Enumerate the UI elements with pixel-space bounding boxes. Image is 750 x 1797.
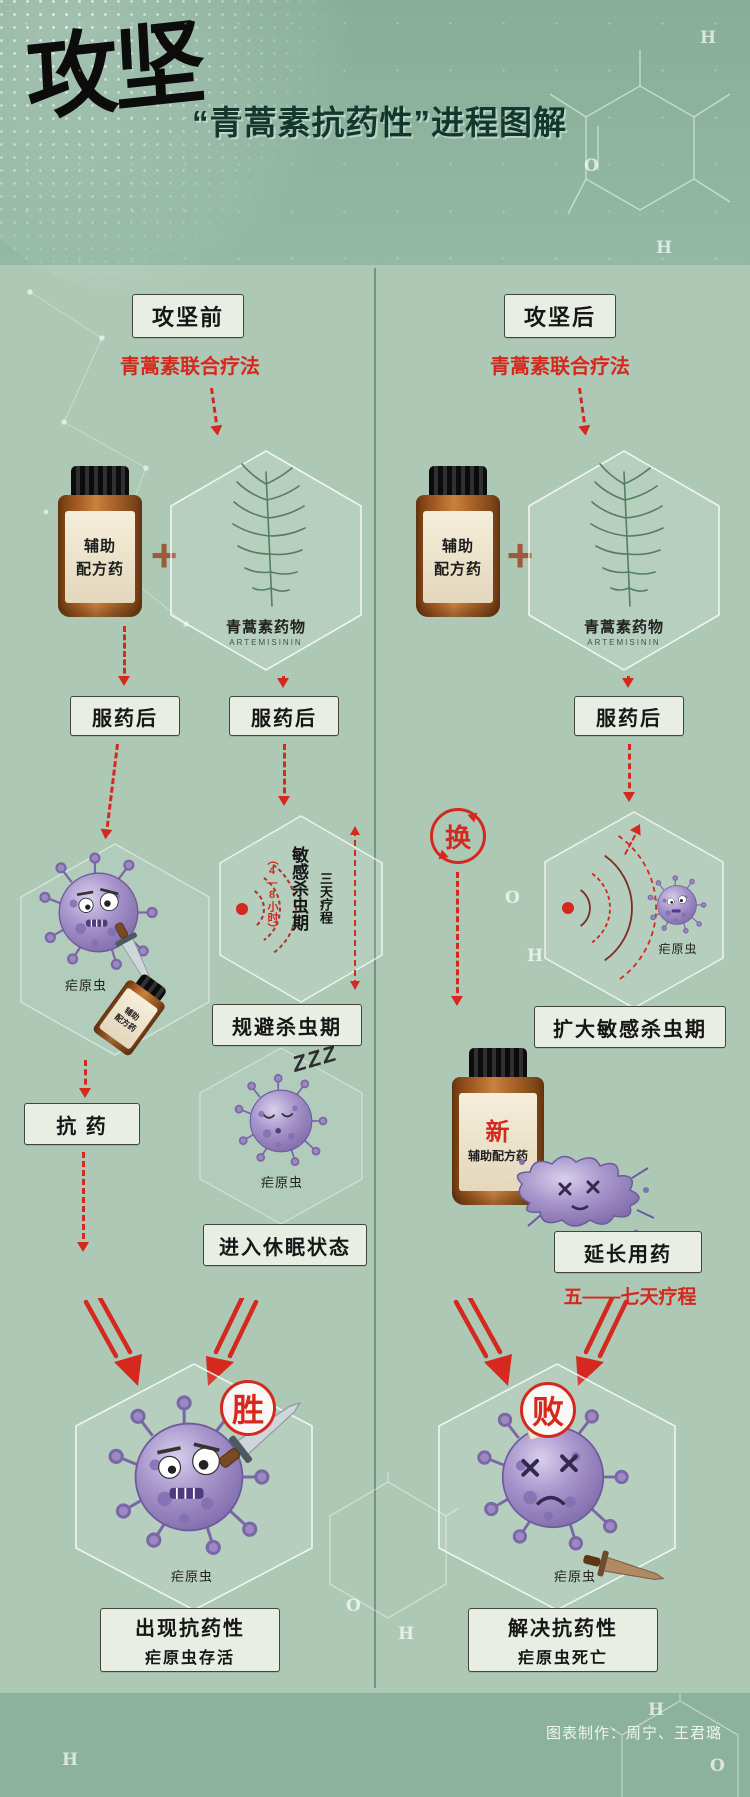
chem-letter-h: H: [527, 946, 544, 966]
resist-box: 抗 药: [24, 1103, 140, 1145]
period-label: 敏感杀虫期: [289, 846, 308, 931]
plant-name: 青蒿素药物: [583, 619, 664, 636]
logo-calligraphy: 攻坚: [23, 7, 205, 135]
parasite-label: 疟原虫: [260, 1175, 303, 1190]
plant-subtitle: ARTEMISININ: [229, 638, 303, 647]
artemisia-hexagon-left: 青蒿素药物 ARTEMISININ: [166, 448, 366, 673]
avoid-box: 规避杀虫期: [212, 1004, 362, 1046]
chem-letter-o: O: [710, 1756, 725, 1776]
bottle-cap: [469, 1048, 527, 1078]
bottle-body: 辅助 配方药: [416, 495, 500, 617]
chem-letter-h: H: [62, 1750, 79, 1770]
dead-parasite-icon: [516, 1155, 655, 1235]
dashed-arrow: [104, 743, 119, 836]
new-tag: 新: [485, 1118, 511, 1146]
dashed-arrow: [622, 676, 634, 688]
swap-circle: 换: [430, 808, 486, 864]
chem-letter-h: H: [398, 1624, 415, 1644]
therapy-label-right: 青蒿素联合疗法: [490, 356, 630, 378]
dashed-arrow: [578, 387, 588, 432]
sphere-decoration: [0, 0, 360, 295]
bottle-label: 辅助 配方药: [65, 511, 135, 603]
dormant-box: 进入休眠状态: [203, 1224, 367, 1266]
dashed-arrow: [79, 1060, 91, 1098]
dashed-arrow: [118, 626, 130, 686]
dashed-arrow: [77, 1152, 89, 1252]
chem-letter-o: O: [584, 156, 599, 176]
header-band: 攻坚 “青蒿素抗药性”进程图解 H O H: [0, 0, 750, 295]
chem-letter-o: O: [505, 888, 520, 908]
result-hexagon-left: 胜 疟原虫: [72, 1362, 317, 1612]
stage-box-after: 攻坚后: [504, 294, 616, 338]
wave-arcs: [253, 863, 297, 955]
new-bottle: 新 辅助配方药: [452, 1048, 544, 1205]
dashed-arrow: [623, 744, 635, 802]
parasite-label: 疟原虫: [553, 1569, 596, 1584]
bottle-body: 新 辅助配方药: [452, 1077, 544, 1205]
artemisia-plant-icon: [590, 463, 664, 607]
therapy-label-left: 青蒿素联合疗法: [120, 356, 260, 378]
chem-letter-h: H: [700, 28, 717, 48]
hours-label: （4—8小时）: [266, 854, 278, 934]
plant-subtitle: ARTEMISININ: [587, 638, 661, 647]
chem-letter-h: H: [648, 1700, 665, 1720]
pill-bottle-right: 辅助 配方药: [416, 466, 500, 617]
stage-box-before: 攻坚前: [132, 294, 244, 338]
parasite-attack-group: 疟原虫 辅助 配方药: [18, 842, 213, 1077]
bottle-body: 辅助 配方药: [58, 495, 142, 617]
bottle-label: 辅助 配方药: [423, 511, 493, 603]
extend-box: 延长用药: [554, 1231, 702, 1273]
measure-arrow: [350, 826, 360, 990]
artemisia-plant-icon: [232, 463, 306, 607]
parasite-label: 疟原虫: [658, 942, 698, 956]
after-dose-box-left-b: 服药后: [229, 696, 339, 736]
expand-box: 扩大敏感杀虫期: [534, 1006, 726, 1048]
parasite-icon: [647, 875, 707, 934]
dashed-arrow: [278, 744, 290, 806]
sensitive-period-hex-right: 疟原虫: [542, 810, 727, 1010]
pill-bottle-left: 辅助 配方药: [58, 466, 142, 617]
converge-arrows-right: [453, 1298, 629, 1386]
plus-sign: +: [150, 529, 178, 581]
molecule-decoration: [329, 1472, 458, 1619]
lose-badge: 败: [520, 1382, 576, 1438]
parasite-label: 疟原虫: [170, 1569, 213, 1584]
footer-band: [0, 1693, 750, 1797]
period-dot: [562, 902, 574, 914]
result-hexagon-right: 败 疟原虫: [435, 1362, 680, 1612]
page-title: “青蒿素抗药性”进程图解: [192, 104, 567, 141]
period-dot: [236, 903, 248, 915]
molecule-decoration: [610, 1693, 739, 1797]
sensitive-period-hex-left: （4—8小时） 敏感杀虫期 三天疗程: [216, 814, 386, 1004]
parasite-label: 疟原虫: [64, 978, 107, 993]
plant-name: 青蒿素药物: [225, 619, 306, 636]
result-box-left: 出现抗药性 疟原虫存活: [100, 1608, 280, 1672]
course-label-right: 五——七天疗程: [563, 1287, 697, 1308]
wave-arcs: [580, 835, 657, 981]
after-dose-box-right: 服药后: [574, 696, 684, 736]
sleeping-parasite-icon: [234, 1073, 328, 1166]
course-label: 三天疗程: [318, 872, 333, 924]
result-box-right: 解决抗药性 疟原虫死亡: [468, 1608, 658, 1672]
dashed-arrow: [451, 872, 463, 1006]
winner-parasite-icon: [108, 1389, 311, 1556]
sleeping-parasite-group: ZZZ 疟原虫: [196, 1040, 366, 1226]
molecule-decoration: [549, 50, 731, 215]
new-bottle-label: 新 辅助配方药: [459, 1093, 537, 1191]
chem-letter-h: H: [656, 238, 673, 258]
parasite-icon: [39, 852, 163, 995]
credit-label: 图表制作：周宁、王君璐: [545, 1725, 722, 1742]
chem-letter-o: O: [346, 1596, 361, 1616]
column-divider: [374, 268, 376, 1688]
artemisia-hexagon-right: 青蒿素药物 ARTEMISININ: [524, 448, 724, 673]
after-dose-box-left-a: 服药后: [70, 696, 180, 736]
win-badge: 胜: [220, 1380, 276, 1436]
bottle-cap: [71, 466, 129, 496]
converge-arrows-left: [83, 1298, 259, 1386]
dashed-arrow: [277, 676, 289, 688]
bottle-cap: [429, 466, 487, 496]
